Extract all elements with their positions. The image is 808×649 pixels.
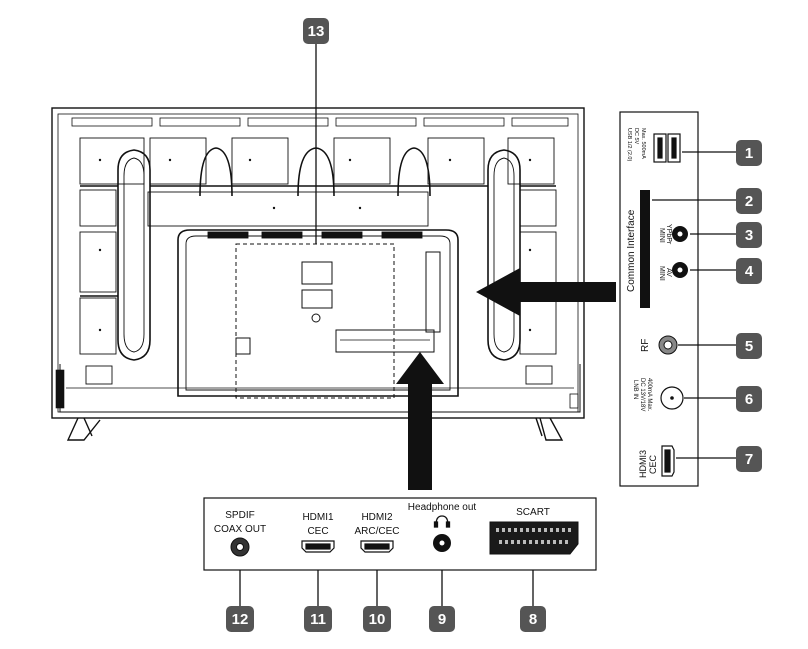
arrow-to-side-panel (476, 268, 616, 316)
svg-text:2: 2 (745, 193, 753, 210)
bottom-connector-panel: SPDIF COAX OUT HDMI1 CEC HDMI2 ARC/CEC H… (203, 497, 597, 571)
common-interface-slot (640, 190, 650, 308)
svg-text:10: 10 (369, 611, 386, 628)
spdif-label-1: SPDIF (225, 510, 254, 521)
mounting-screws (98, 158, 532, 332)
usb-label-line1: USB 1/2 (2.0) (626, 128, 632, 161)
common-interface-label: Common Interface (626, 209, 637, 292)
hdmi3-label-1: HDMI3 (638, 450, 648, 478)
side-leader-lines (652, 151, 736, 459)
svg-text:4: 4 (745, 263, 754, 280)
scart-label: SCART (516, 507, 550, 518)
svg-text:6: 6 (745, 391, 753, 408)
spdif-coax-jack (230, 537, 250, 557)
lnb-label-1: LNB IN (632, 380, 638, 399)
hdmi1-label-2: CEC (307, 526, 328, 537)
lnb-connector (660, 386, 684, 410)
hdmi2-label-1: HDMI2 (361, 512, 393, 523)
scart-connector (489, 521, 579, 555)
callout-2: 2 (736, 188, 762, 214)
mini-av-label-2: AV (665, 268, 672, 277)
mini-ypbpr-label-1: MINI (658, 228, 665, 243)
hdmi1-label-1: HDMI1 (302, 512, 334, 523)
callout-11: 11 (304, 606, 332, 632)
arrow-to-bottom-panel (396, 352, 444, 490)
tv-stand-feet (66, 417, 564, 441)
usb-label-line2: DC 5V (633, 128, 639, 145)
svg-text:11: 11 (310, 611, 326, 628)
mini-av-label-1: MINI (658, 266, 665, 281)
svg-text:3: 3 (745, 227, 753, 244)
rf-label: RF (640, 339, 651, 352)
rf-connector (658, 335, 678, 355)
callout-8: 8 (520, 606, 546, 632)
mini-ypbpr-jack (672, 226, 688, 242)
svg-text:8: 8 (529, 611, 537, 628)
mini-av-jack (672, 262, 688, 278)
callout-10: 10 (363, 606, 391, 632)
callout-4: 4 (736, 258, 762, 284)
svg-text:1: 1 (745, 145, 753, 162)
hdmi3-port (661, 445, 675, 477)
mini-ypbpr-label-2: YPbPr (665, 224, 672, 245)
lnb-label-2: DC 13V/18V (639, 378, 645, 411)
svg-text:12: 12 (232, 611, 249, 628)
headphone-label: Headphone out (408, 502, 477, 513)
callout-12: 12 (226, 606, 254, 632)
callout-6: 6 (736, 386, 762, 412)
callout-3: 3 (736, 222, 762, 248)
svg-text:9: 9 (438, 611, 446, 628)
svg-text:5: 5 (745, 338, 753, 355)
headphone-jack (433, 534, 451, 552)
usb-label-line3: Max. 500mA (640, 128, 646, 159)
bottom-leader-lines (239, 570, 534, 606)
callout-1: 1 (736, 140, 762, 166)
callout-5: 5 (736, 333, 762, 359)
spdif-label-2: COAX OUT (214, 524, 266, 535)
lnb-label-3: 400mA Max. (646, 378, 652, 412)
hdmi2-port (360, 540, 394, 553)
usb-ports (653, 133, 681, 163)
hdmi3-label-2: CEC (648, 454, 658, 474)
callout-13: 13 (303, 18, 329, 44)
callout-7: 7 (736, 446, 762, 472)
svg-text:13: 13 (308, 23, 325, 40)
headphone-icon (433, 515, 451, 528)
hdmi1-port (301, 540, 335, 553)
callout-9: 9 (429, 606, 455, 632)
hdmi2-label-2: ARC/CEC (354, 526, 399, 537)
side-connector-panel: USB 1/2 (2.0) DC 5V Max. 500mA Common In… (619, 111, 699, 487)
tv-back-illustration (51, 107, 585, 419)
svg-text:7: 7 (745, 451, 753, 468)
